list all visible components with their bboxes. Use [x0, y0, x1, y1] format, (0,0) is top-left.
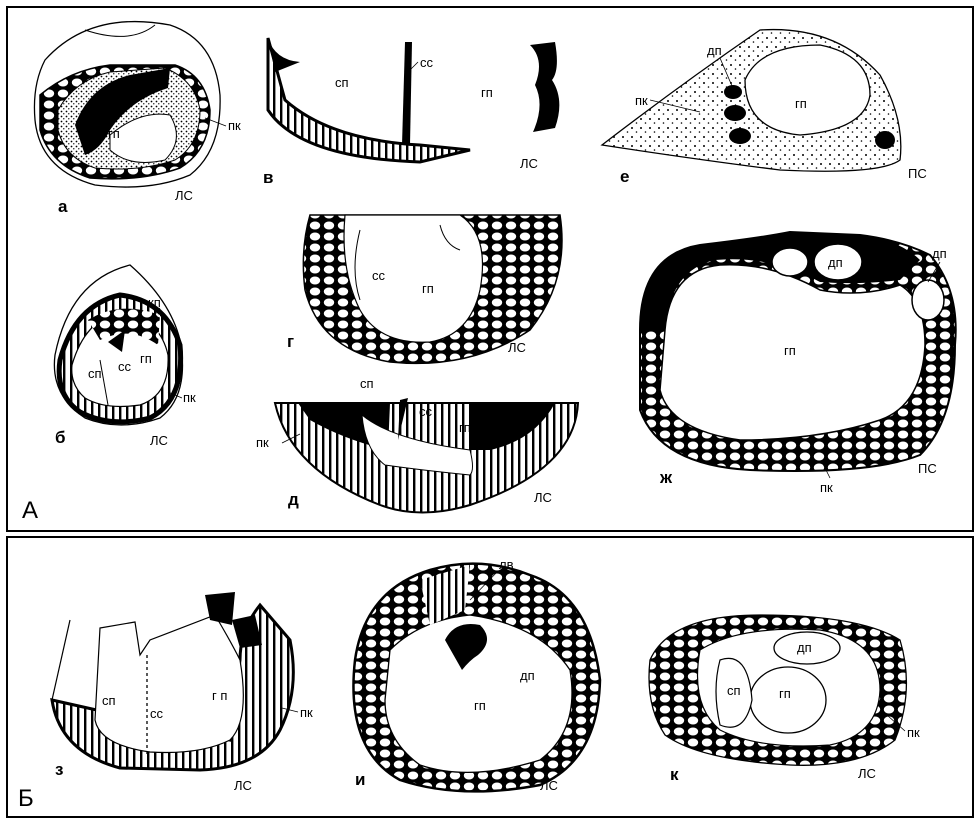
plate-letter: а [58, 197, 68, 216]
label-pk: пк [820, 480, 833, 495]
label-sp: сп [727, 683, 741, 698]
label-ls: ЛС [234, 778, 252, 793]
drawing-k [649, 615, 906, 765]
label-ss: сс [150, 706, 164, 721]
label-ss: сс [420, 55, 434, 70]
label-gp: гп [795, 96, 807, 111]
plate-letter: е [620, 167, 629, 186]
label-ls: ЛС [150, 433, 168, 448]
plate-letter: з [55, 760, 63, 779]
label-dp: дп [828, 255, 843, 270]
plate-letter: д [288, 490, 299, 509]
plate-letter: к [670, 765, 679, 784]
label-dp: дп [932, 246, 947, 261]
label-sp: сп [102, 693, 116, 708]
plate-letter: г [287, 332, 294, 351]
label-pk: пк [300, 705, 313, 720]
label-gp: гп [481, 85, 493, 100]
label-gp: гп [474, 698, 486, 713]
label-ss: сс [80, 126, 94, 141]
label-sp: сп [88, 366, 102, 381]
label-pk: пк [183, 390, 196, 405]
label-ps: ПС [908, 166, 927, 181]
label-ls: ЛС [540, 778, 558, 793]
label-gp: гп [422, 281, 434, 296]
drawing-b [54, 265, 182, 425]
label-gp: гп [108, 126, 120, 141]
drawing-v [268, 38, 559, 162]
label-gp: г п [212, 688, 227, 703]
plate-letter: в [263, 168, 273, 187]
plate-letter: и [355, 770, 365, 789]
label-sp: сп [360, 376, 374, 391]
label-gp: гп [784, 343, 796, 358]
label-ps: ПС [918, 461, 937, 476]
label-ls: ЛС [508, 340, 526, 355]
label-pk: пк [907, 725, 920, 740]
label-dp: дп [520, 668, 535, 683]
drawing-zh [640, 232, 956, 471]
label-dp: дп [707, 43, 722, 58]
label-lv: лв [499, 557, 514, 572]
panel-A-letter: А [22, 497, 38, 524]
label-ls: ЛС [520, 156, 538, 171]
label-pk: пк [635, 93, 648, 108]
label-ls: ЛС [858, 766, 876, 781]
panel-B-letter: Б [18, 785, 34, 812]
label-ss: сс [419, 404, 433, 419]
label-gp: гп [140, 351, 152, 366]
label-ss: сс [118, 359, 132, 374]
label-gp: гп [779, 686, 791, 701]
label-ls: ЛС [534, 490, 552, 505]
plate-letter: б [55, 428, 66, 447]
label-sp: сп [335, 75, 349, 90]
label-kp: кп [148, 295, 161, 310]
drawing-z [52, 592, 293, 770]
label-ls: ЛС [175, 188, 193, 203]
label-pk: пк [228, 118, 241, 133]
label-pk: пк [256, 435, 269, 450]
drawing-i [353, 564, 600, 792]
label-gp: гп [459, 420, 471, 435]
drawing-a [34, 22, 220, 188]
label-dp: дп [797, 640, 812, 655]
plate-letter: ж [659, 468, 673, 487]
label-ss: сс [372, 268, 386, 283]
